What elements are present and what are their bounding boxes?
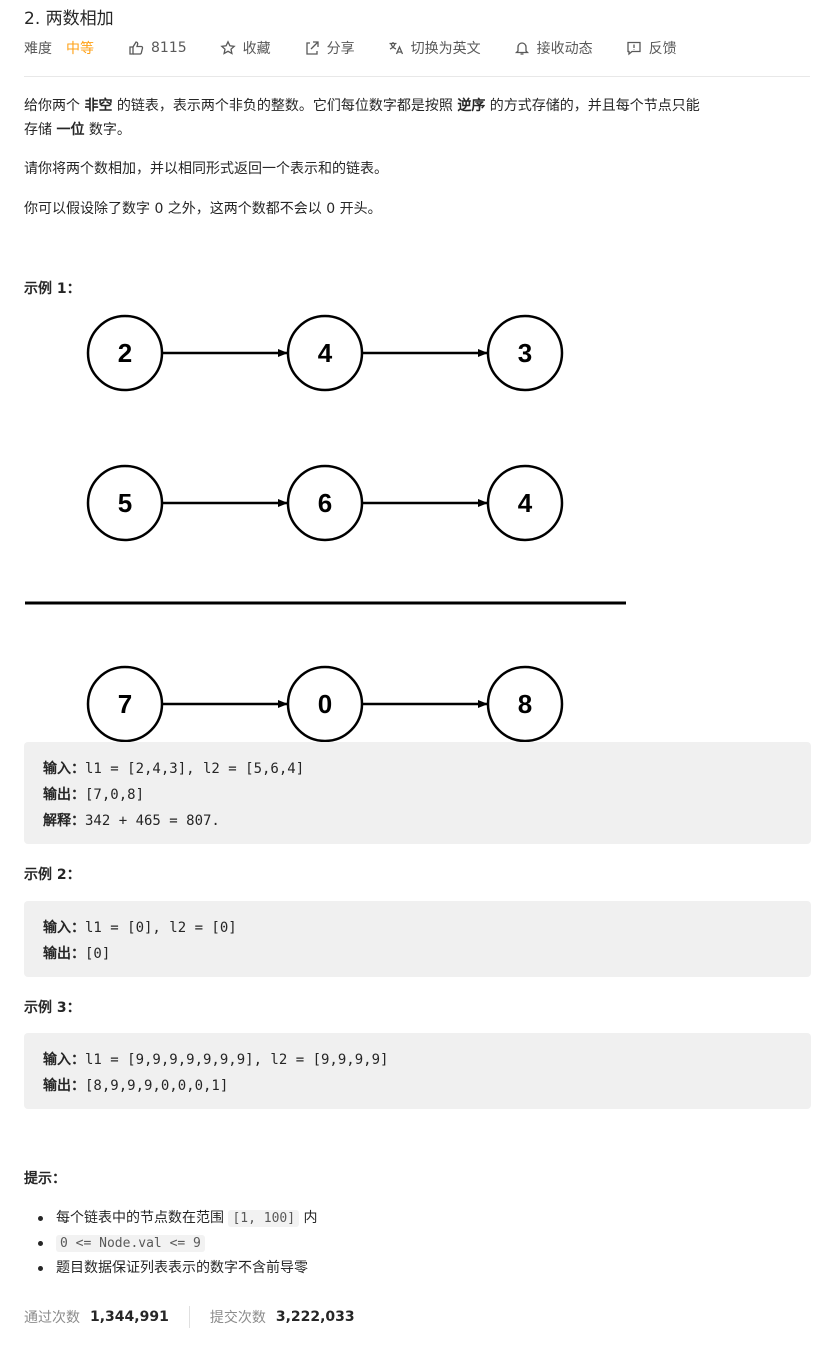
- hint-code: [1, 100]: [228, 1210, 300, 1227]
- hints-title: 提示：: [24, 1171, 66, 1187]
- feedback-icon: [626, 41, 641, 56]
- example-3-title: 示例 3：: [24, 1000, 81, 1016]
- input-label: 输入：: [43, 761, 85, 777]
- difficulty-label: 难度: [24, 41, 52, 57]
- like-count: 8115: [151, 40, 187, 56]
- feedback-button[interactable]: 反馈: [626, 38, 677, 58]
- translate-label: 切换为英文: [410, 41, 481, 57]
- star-icon: [219, 40, 236, 55]
- submitted-label: 提交次数: [209, 1310, 266, 1326]
- stats-divider: [188, 1306, 190, 1328]
- submitted-count: 3,222,033: [275, 1309, 355, 1325]
- hint-item: 题目数据保证列表表示的数字不含前导零: [38, 1256, 318, 1280]
- accepted-count: 1,344,991: [90, 1309, 169, 1325]
- desc-text: 数字。: [84, 122, 131, 138]
- example-2-output: [0]: [85, 946, 111, 962]
- desc-text: 的方式存储的，并且每个节点只能: [485, 98, 700, 114]
- example-1-explain: 342 + 465 = 807.: [85, 813, 220, 829]
- list-node-value: 8: [518, 689, 532, 719]
- example-1-output: [7,0,8]: [85, 787, 145, 803]
- example-1-input: l1 = [2,4,3], l2 = [5,6,4]: [85, 761, 305, 777]
- example-2-code: 输入：l1 = [0], l2 = [0] 输出：[0]: [24, 901, 811, 977]
- favorite-button[interactable]: 收藏: [219, 38, 271, 58]
- share-label: 分享: [326, 41, 355, 57]
- list-node: [286, 665, 364, 743]
- bell-icon: [514, 42, 529, 55]
- input-label: 输入：: [43, 1052, 85, 1068]
- list-node: [486, 665, 564, 743]
- example-1-code: 输入：l1 = [2,4,3], l2 = [5,6,4] 输出：[7,0,8]…: [24, 742, 811, 844]
- problem-title: 2. 两数相加: [24, 9, 114, 29]
- thumbs-up-icon: [129, 41, 144, 55]
- hint-item: 0 <= Node.val <= 9: [38, 1231, 318, 1256]
- list-node: [486, 464, 564, 542]
- list-node: [286, 464, 364, 542]
- desc-bold-one-digit: 一位: [56, 122, 85, 138]
- description-paragraph-2: 请你将两个数相加，并以相同形式返回一个表示和的链表。: [24, 161, 388, 177]
- list-node-value: 3: [518, 338, 532, 368]
- example-1-title: 示例 1：: [24, 281, 81, 297]
- difficulty-badge: 中等: [66, 41, 94, 57]
- list-node-value: 7: [118, 689, 132, 719]
- desc-text: 存储: [24, 122, 57, 138]
- like-button[interactable]: 8115: [128, 40, 187, 56]
- hint-text: 内: [299, 1210, 318, 1226]
- hint-text: 每个链表中的节点数在范围: [56, 1210, 229, 1226]
- accepted-label: 通过次数: [24, 1310, 80, 1326]
- input-label: 输入：: [43, 920, 85, 936]
- feedback-label: 反馈: [648, 41, 677, 57]
- list-node: [286, 314, 364, 392]
- list-node: [486, 314, 564, 392]
- desc-text: 给你两个: [24, 98, 85, 114]
- desc-text: 的链表，表示两个非负的整数。它们每位数字都是按照: [112, 98, 458, 114]
- output-label: 输出：: [43, 946, 85, 962]
- linked-list-diagram: 2 4 3 5 6 4 7 0 8: [25, 314, 626, 743]
- explain-label: 解释：: [43, 813, 85, 829]
- description-paragraph-3: 你可以假设除了数字 0 之外，这两个数都不会以 0 开头。: [24, 201, 382, 217]
- list-node-value: 5: [118, 488, 132, 518]
- example-3-output: [8,9,9,9,0,0,0,1]: [85, 1078, 229, 1094]
- hint-item: 每个链表中的节点数在范围 [1, 100] 内: [38, 1206, 318, 1231]
- share-button[interactable]: 分享: [304, 38, 355, 58]
- example-3-input: l1 = [9,9,9,9,9,9,9], l2 = [9,9,9,9]: [85, 1052, 389, 1068]
- subscribe-button[interactable]: 接收动态: [514, 38, 593, 58]
- submission-stats: 通过次数 1,344,991 提交次数 3,222,033: [24, 1306, 355, 1328]
- list-node: [86, 665, 164, 743]
- hint-text: 题目数据保证列表表示的数字不含前导零: [56, 1260, 308, 1276]
- desc-bold-reverse: 逆序: [457, 98, 486, 114]
- subscribe-label: 接收动态: [536, 41, 593, 57]
- share-icon: [305, 41, 319, 55]
- favorite-label: 收藏: [242, 41, 271, 57]
- list-node-value: 4: [318, 338, 333, 368]
- description-paragraph-1: 给你两个 非空 的链表，表示两个非负的整数。它们每位数字都是按照 逆序 的方式存…: [24, 94, 814, 142]
- list-node-value: 0: [318, 689, 332, 719]
- list-node-value: 6: [318, 488, 332, 518]
- translate-icon: [389, 42, 403, 55]
- example-2-title: 示例 2：: [24, 867, 81, 883]
- hint-code: 0 <= Node.val <= 9: [56, 1235, 205, 1252]
- problem-toolbar: 难度 中等 8115 收藏 分享 切换为英文 接收动态 反馈: [24, 38, 677, 58]
- list-node-value: 4: [518, 488, 533, 518]
- list-node: [86, 314, 164, 392]
- output-label: 输出：: [43, 1078, 85, 1094]
- example-2-input: l1 = [0], l2 = [0]: [85, 920, 237, 936]
- output-label: 输出：: [43, 787, 85, 803]
- header-divider: [24, 76, 810, 77]
- example-3-code: 输入：l1 = [9,9,9,9,9,9,9], l2 = [9,9,9,9] …: [24, 1033, 811, 1109]
- list-node-value: 2: [118, 338, 132, 368]
- hints-list: 每个链表中的节点数在范围 [1, 100] 内 0 <= Node.val <=…: [38, 1206, 318, 1280]
- desc-bold-non-empty: 非空: [84, 98, 113, 114]
- list-node: [86, 464, 164, 542]
- translate-button[interactable]: 切换为英文: [388, 38, 481, 58]
